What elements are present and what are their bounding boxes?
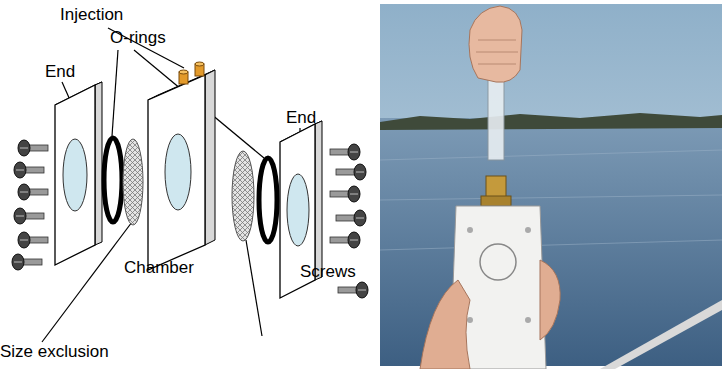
- membrane: [232, 151, 254, 241]
- part-label: Chamber: [124, 258, 194, 278]
- part-label: O-rings: [110, 28, 166, 48]
- part-label: Size exclusion: [0, 342, 109, 362]
- part-label: Screws: [300, 262, 356, 282]
- part-label: End: [45, 62, 75, 82]
- leader-lines: [42, 28, 300, 342]
- screws-left: [12, 140, 48, 270]
- field-photo: [380, 4, 722, 369]
- part-label: End: [286, 108, 316, 128]
- membrane: [123, 139, 143, 225]
- part-label: Injection: [60, 5, 123, 25]
- chamber-plate: [148, 62, 215, 270]
- end-plate-left: [55, 82, 102, 265]
- o-ring: [104, 138, 122, 222]
- o-ring: [259, 158, 277, 242]
